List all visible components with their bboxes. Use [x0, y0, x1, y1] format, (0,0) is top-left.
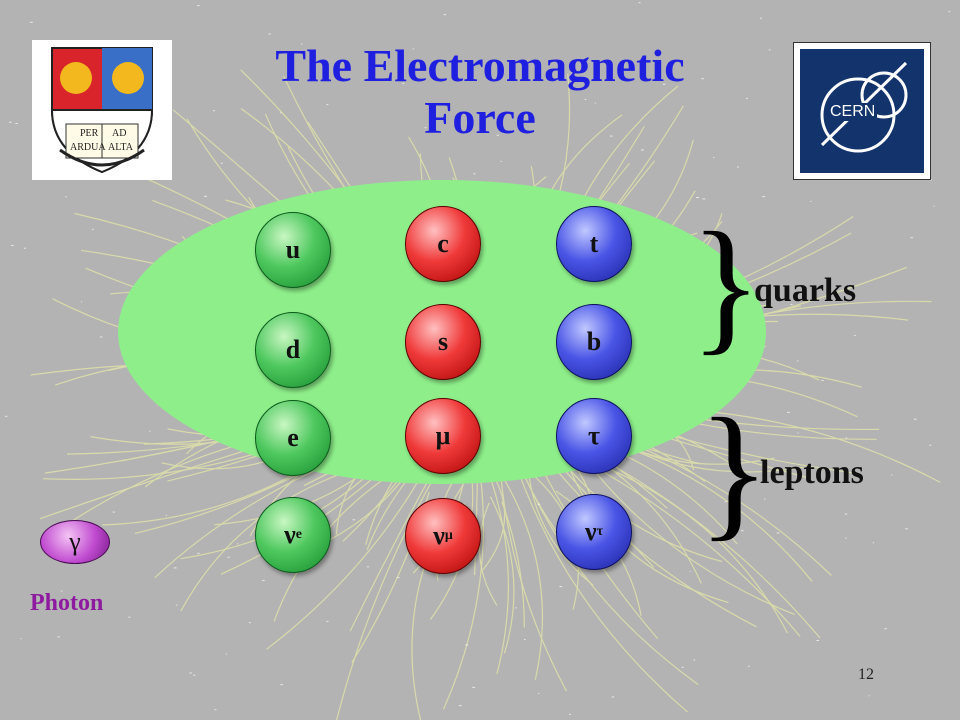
- slide-number: 12: [858, 666, 874, 683]
- electron: e: [255, 400, 331, 476]
- title-line-1: The Electromagnetic: [275, 40, 685, 91]
- leptons-label: leptons: [760, 454, 864, 491]
- motto-per: PER: [80, 128, 99, 139]
- cern-logo: CERN: [793, 42, 931, 180]
- cern-label: CERN: [828, 103, 878, 121]
- strange-quark: s: [405, 304, 481, 380]
- bottom-quark: b: [556, 304, 632, 380]
- down-quark: d: [255, 312, 331, 388]
- title-line-2: Force: [424, 92, 536, 143]
- charm-quark: c: [405, 206, 481, 282]
- motto-ardua: ARDUA: [70, 142, 106, 153]
- university-crest-logo: PER AD ARDUA ALTA: [32, 40, 172, 180]
- quarks-label: quarks: [754, 272, 857, 309]
- photon: γ: [40, 520, 110, 564]
- leptons-brace: }: [698, 388, 770, 554]
- tau: τ: [556, 398, 632, 474]
- motto-alta: ALTA: [108, 142, 133, 153]
- up-quark: u: [255, 212, 331, 288]
- motto-ad: AD: [112, 128, 127, 139]
- top-quark: t: [556, 206, 632, 282]
- slide-title: The Electromagnetic Force: [180, 40, 780, 144]
- quarks-brace: }: [690, 202, 762, 368]
- photon-label: Photon: [30, 590, 104, 616]
- muon: μ: [405, 398, 481, 474]
